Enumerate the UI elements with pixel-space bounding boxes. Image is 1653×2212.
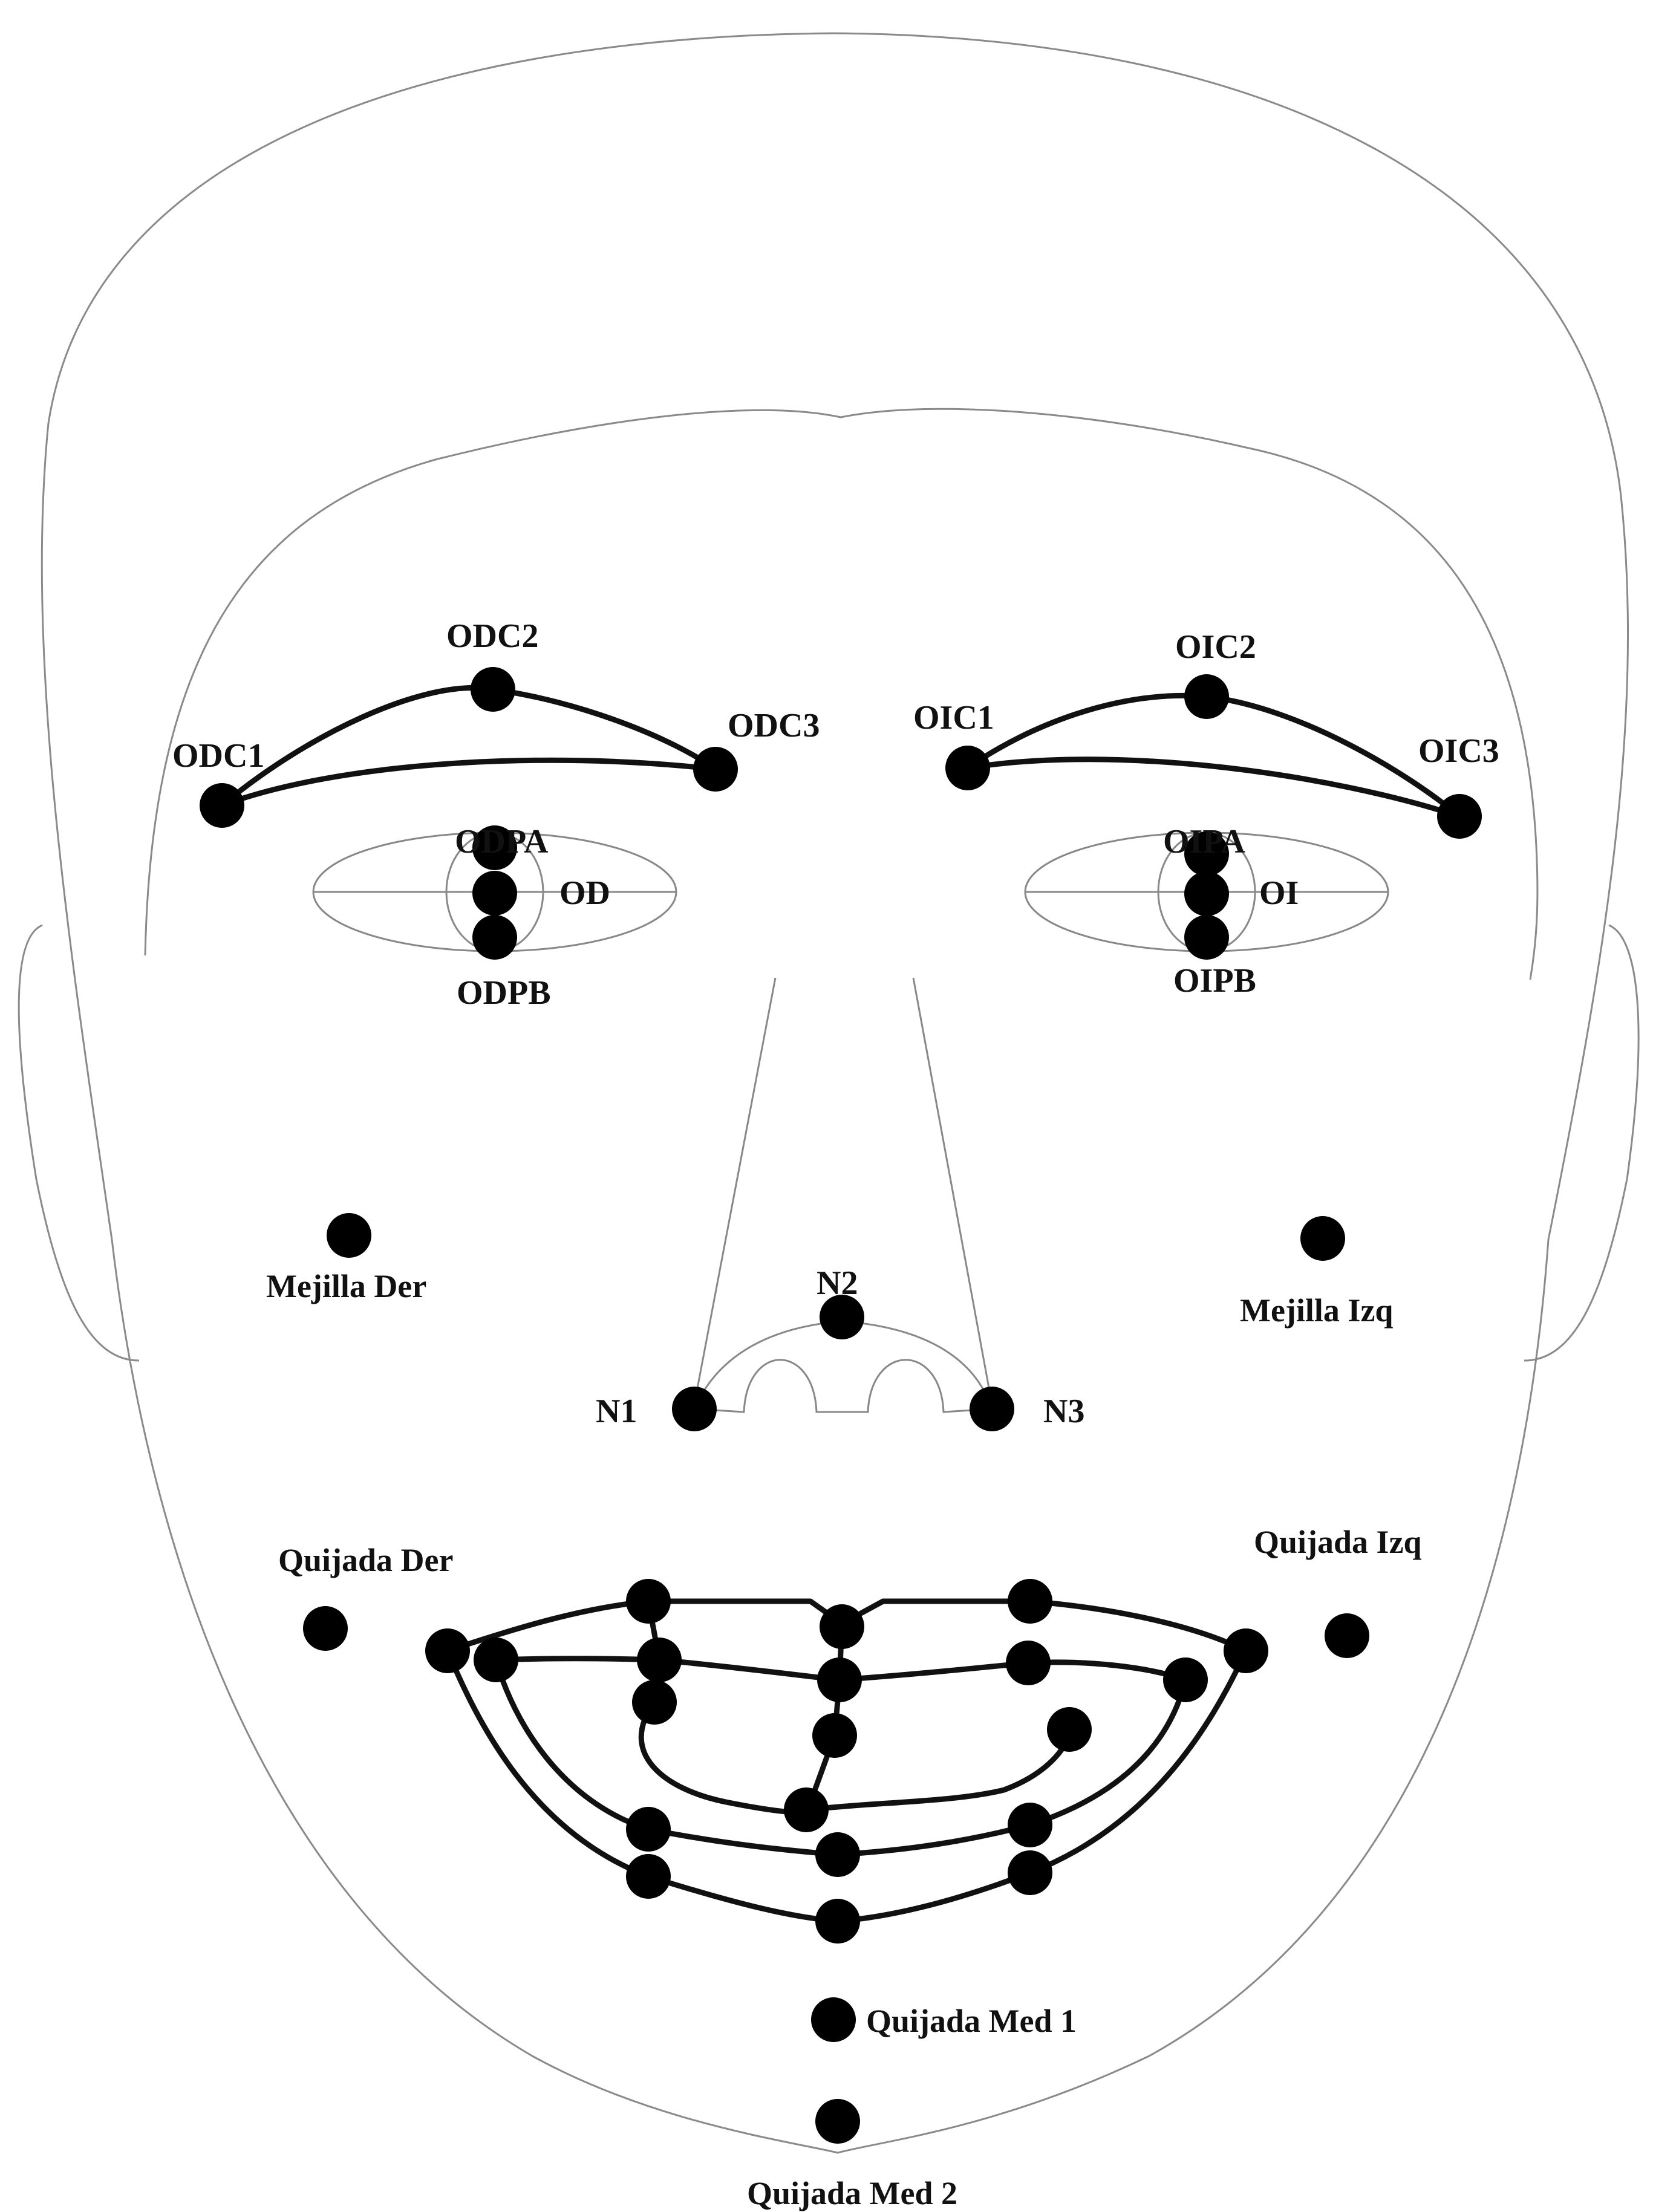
point-n1 [672,1387,717,1431]
label-odpa: ODPA [455,823,549,860]
label-oipa: OIPA [1163,823,1245,860]
point-upper-inner-center [817,1657,862,1702]
point-quijada-med-1 [811,1997,856,2042]
point-upper-inner-right [637,1638,682,1682]
point-oipb [1184,915,1229,960]
point-upper-lip-right [626,1579,671,1624]
label-oic3: OIC3 [1418,732,1499,770]
point-odc2 [471,667,515,712]
right-ear [1524,925,1638,1361]
label-odc2: ODC2 [446,617,538,655]
point-inner-left [1047,1707,1092,1752]
point-oic3 [1437,794,1482,839]
point-mejilla-izq [1300,1216,1345,1261]
mouth-center-line [810,1624,842,1802]
point-od [472,871,517,916]
label-oic1: OIC1 [913,699,994,737]
label-n1: N1 [596,1393,637,1430]
point-quijada-izq [1325,1613,1369,1658]
point-oic2 [1184,674,1229,719]
point-mouth-corner-right-outer [425,1628,470,1673]
label-quijada-der: Quijada Der [278,1542,454,1578]
point-mouth-corner-left-outer [1224,1628,1268,1673]
label-odc3: ODC3 [728,707,820,744]
label-quijada-med-2: Quijada Med 2 [747,2175,957,2211]
label-n3: N3 [1043,1393,1084,1430]
point-upper-lip-left [1008,1579,1052,1624]
label-oi: OI [1259,874,1299,912]
right-eyebrow-lower [222,760,716,805]
label-quijada-med-1: Quijada Med 1 [866,2003,1077,2039]
label-odpb: ODPB [457,974,551,1012]
hairline [145,409,1537,980]
mouth-inner-curve [641,1702,1069,1812]
point-odc1 [200,783,244,828]
label-n2: N2 [817,1264,858,1302]
landmark-labels: ODC2 ODC1 ODC3 OIC2 OIC1 OIC3 ODPA OD OD… [172,617,1499,2211]
point-inner-center-upper [812,1713,857,1758]
point-oi [1184,871,1229,916]
left-ear [19,925,139,1361]
point-chin-center [815,1899,860,1944]
point-upper-lip-center [820,1604,864,1649]
point-mouth-corner-right-inner [474,1638,518,1682]
right-eyebrow-upper [222,688,716,805]
point-n3 [970,1387,1014,1431]
label-oipb: OIPB [1173,962,1256,1000]
point-mouth-corner-left-inner [1163,1657,1208,1702]
label-mejilla-der: Mejilla Der [266,1268,426,1304]
label-odc1: ODC1 [172,737,264,775]
point-quijada-der [303,1606,348,1651]
point-odpb [472,915,517,960]
point-upper-inner-left [1006,1641,1051,1685]
label-mejilla-izq: Mejilla Izq [1240,1292,1393,1329]
point-oic1 [945,746,990,790]
point-quijada-med-2 [815,2099,860,2144]
point-mejilla-der [327,1213,371,1258]
point-lower-lip-left [1008,1803,1052,1847]
point-inner-right [632,1680,677,1725]
point-chin-right [626,1854,671,1899]
label-oic2: OIC2 [1175,628,1256,666]
point-chin-left [1008,1850,1052,1895]
point-odc3 [693,747,738,792]
point-inner-center-lower [784,1787,829,1832]
point-lower-lip-center [815,1832,860,1877]
point-lower-lip-right [626,1807,671,1852]
label-od: OD [559,874,610,912]
label-quijada-izq: Quijada Izq [1254,1524,1422,1560]
